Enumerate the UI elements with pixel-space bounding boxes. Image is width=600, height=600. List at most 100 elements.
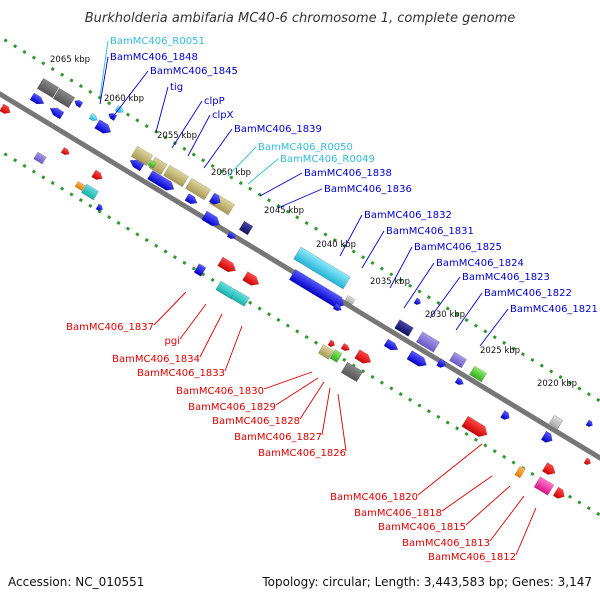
leader-line [275, 377, 319, 406]
gene-feature [60, 147, 70, 156]
gene-label: BamMC406_1821 [510, 304, 598, 315]
gene-label: clpP [204, 96, 225, 107]
gene-label: BamMC406_1823 [462, 272, 550, 283]
gene-feature [81, 183, 99, 201]
gene-label: tig [170, 82, 183, 93]
leader-line [224, 325, 243, 372]
map-title: Burkholderia ambifaria MC40-6 chromosome… [85, 11, 515, 26]
gene-feature [238, 220, 254, 236]
leader-line [403, 262, 435, 309]
gene-feature [226, 231, 236, 240]
kbp-tick-label: 2045 kbp [264, 206, 304, 216]
gene-feature [585, 419, 593, 427]
gene-feature [185, 177, 211, 201]
gene-label: BamMC406_1834 [112, 354, 200, 365]
gene-feature [49, 107, 65, 120]
kbp-tick-label: 2035 kbp [370, 277, 410, 287]
leader-line [153, 291, 187, 326]
leader-line [321, 387, 331, 436]
leader-line [227, 146, 257, 177]
gene-feature [415, 331, 441, 353]
gene-label: BamMC406_R0049 [280, 154, 375, 165]
gene-label: BamMC406_1830 [176, 386, 264, 397]
dotted-tracks [0, 35, 600, 517]
gene-feature [514, 465, 526, 479]
leader-line [299, 381, 325, 420]
gene-feature [208, 192, 221, 205]
gene-feature [340, 343, 350, 352]
gene-label: BamMC406_1833 [137, 368, 225, 379]
gene-feature [163, 164, 189, 188]
gene-label: BamMC406_1813 [402, 538, 490, 549]
gene-label: BamMC406_1829 [188, 402, 276, 413]
gene-feature [215, 280, 237, 300]
gene-feature [95, 203, 103, 211]
gene-label: BamMC406_1822 [484, 288, 572, 299]
leader-line [441, 475, 493, 512]
leader-line [155, 86, 169, 133]
leader-line [199, 313, 223, 358]
gene-label: BamMC406_1831 [386, 226, 474, 237]
kbp-tick-label: 2030 kbp [425, 310, 465, 320]
leader-line [277, 188, 323, 209]
gene-feature [436, 358, 446, 368]
gene-label: BamMC406_1832 [364, 210, 452, 221]
gene-label: BamMC406_1815 [378, 522, 466, 533]
kbp-tick-label: 2055 kbp [157, 131, 197, 141]
gene-feature [147, 159, 157, 169]
gene-feature [52, 87, 76, 109]
leader-line [263, 371, 313, 390]
gene-label: BamMC406_1839 [234, 124, 322, 135]
gene-feature [36, 77, 60, 99]
gene-feature [469, 365, 487, 383]
leader-line [465, 485, 511, 526]
gene-feature [94, 119, 112, 134]
leader-line [187, 114, 211, 157]
gene-label: BamMC406_1820 [330, 492, 418, 503]
kbp-tick-label: 2020 kbp [537, 379, 577, 389]
leader-line [455, 292, 483, 331]
gene-feature [406, 350, 427, 367]
gene-feature [33, 151, 47, 165]
leader-line [339, 214, 363, 257]
gene-label: BamMC406_1826 [258, 448, 346, 459]
gene-feature [74, 99, 84, 108]
gene-feature [533, 476, 555, 496]
kbp-tick-label: 2025 kbp [480, 346, 520, 356]
lower-dotted-track [0, 149, 600, 517]
gene-feature [461, 415, 488, 438]
gene-feature [327, 339, 335, 347]
gene-label: BamMC406_R0051 [110, 36, 205, 47]
gene-label: BamMC406_1824 [436, 258, 524, 269]
gene-feature [317, 344, 335, 360]
gene-label: BamMC406_1838 [304, 168, 392, 179]
leader-line [337, 393, 347, 452]
gene-features [0, 77, 593, 499]
gene-feature [88, 113, 98, 122]
gene-feature [0, 103, 11, 114]
gene-feature [449, 351, 467, 369]
leader-line [489, 495, 525, 542]
leader-line [361, 230, 385, 269]
gene-label: clpX [212, 110, 234, 121]
gene-feature [29, 92, 45, 105]
gene-labels: BamMC406_R0051BamMC406_1848BamMC406_1845… [66, 36, 598, 563]
gene-feature [394, 319, 414, 337]
gene-feature [230, 289, 250, 307]
leader-line [515, 507, 537, 556]
gene-feature [340, 361, 364, 383]
gene-feature [413, 297, 421, 305]
gene-label: BamMC406_1845 [150, 66, 238, 77]
gene-feature [329, 349, 343, 363]
kbp-tick-label: 2065 kbp [50, 55, 90, 65]
gene-feature [147, 170, 175, 191]
kbp-tick-label: 2060 kbp [104, 94, 144, 104]
leader-line [111, 70, 149, 119]
leader-line [429, 276, 461, 319]
leader-line [417, 443, 483, 496]
gene-feature [583, 457, 591, 465]
gene-feature [129, 159, 145, 172]
gene-feature [217, 256, 237, 273]
gene-label: BamMC406_R0050 [258, 142, 353, 153]
